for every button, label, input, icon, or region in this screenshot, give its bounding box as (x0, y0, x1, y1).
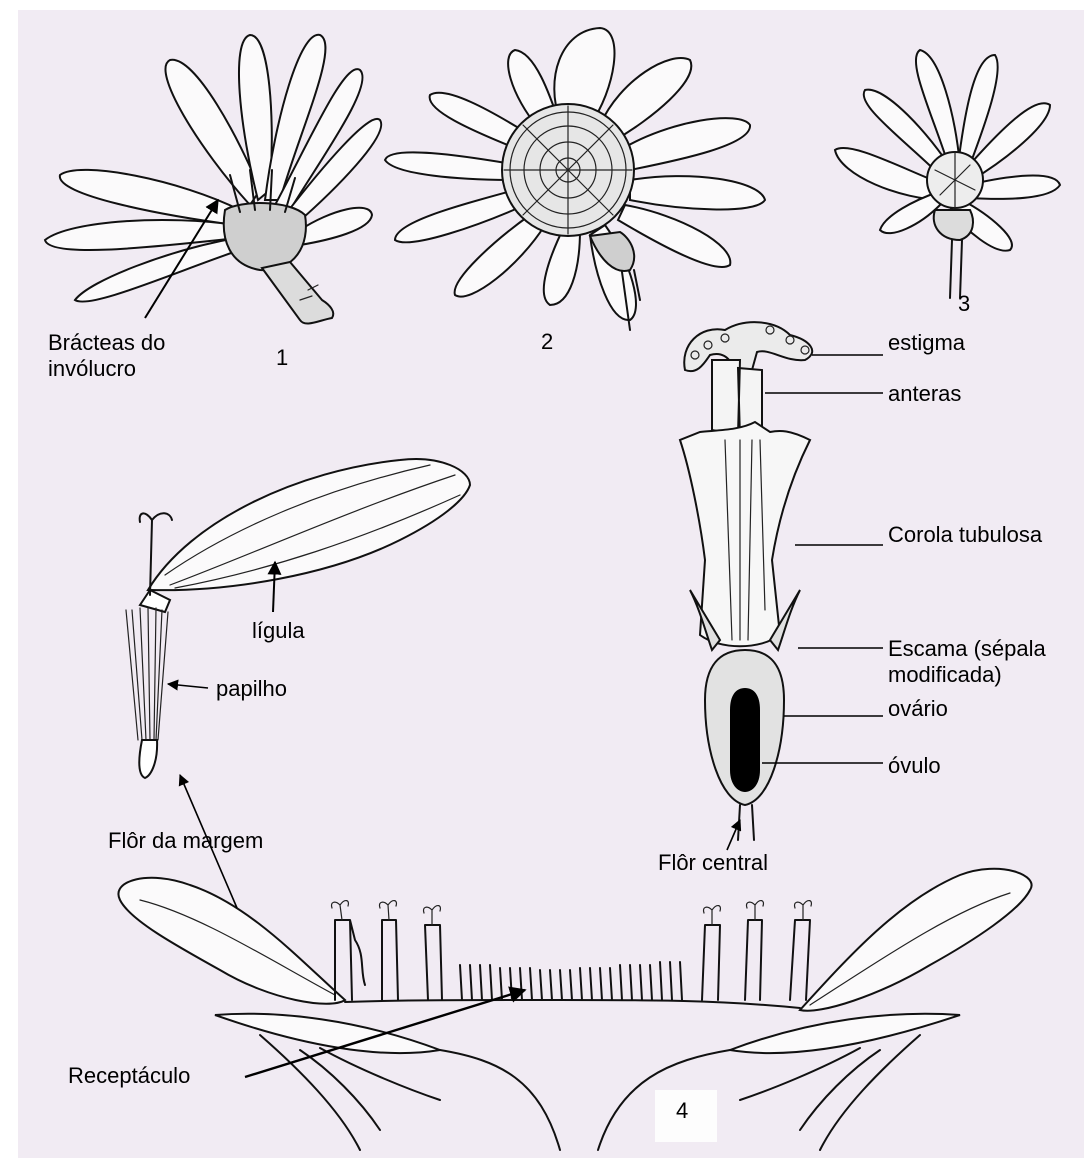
label-receptaculo: Receptáculo (68, 1063, 190, 1089)
label-figure-3: 3 (958, 291, 970, 317)
papilho-pointer (168, 684, 208, 688)
capitulum-section-drawing (118, 869, 1031, 1150)
label-ovulo: óvulo (888, 753, 941, 779)
label-escama: Escama (sépala modificada) (888, 636, 1046, 688)
label-bracteas: Brácteas do invólucro (48, 330, 165, 382)
label-figure-2: 2 (541, 329, 553, 355)
label-estigma: estigma (888, 330, 965, 356)
label-ovario: ovário (888, 696, 948, 722)
label-flor-margem: Flôr da margem (108, 828, 263, 854)
disc-florets-row (335, 920, 810, 1000)
flower-head-front-view (385, 28, 765, 330)
floret-stigmas (332, 901, 812, 925)
label-papilho: papilho (216, 676, 287, 702)
label-flor-central: Flôr central (658, 850, 768, 876)
label-corola-tubulosa: Corola tubulosa (888, 522, 1042, 548)
label-figure-4: 4 (676, 1098, 688, 1124)
label-ligula: lígula (252, 618, 305, 644)
label-figure-1: 1 (276, 345, 288, 371)
flower-head-side-view (45, 35, 381, 324)
label-anteras: anteras (888, 381, 961, 407)
small-flower-head (835, 50, 1060, 298)
